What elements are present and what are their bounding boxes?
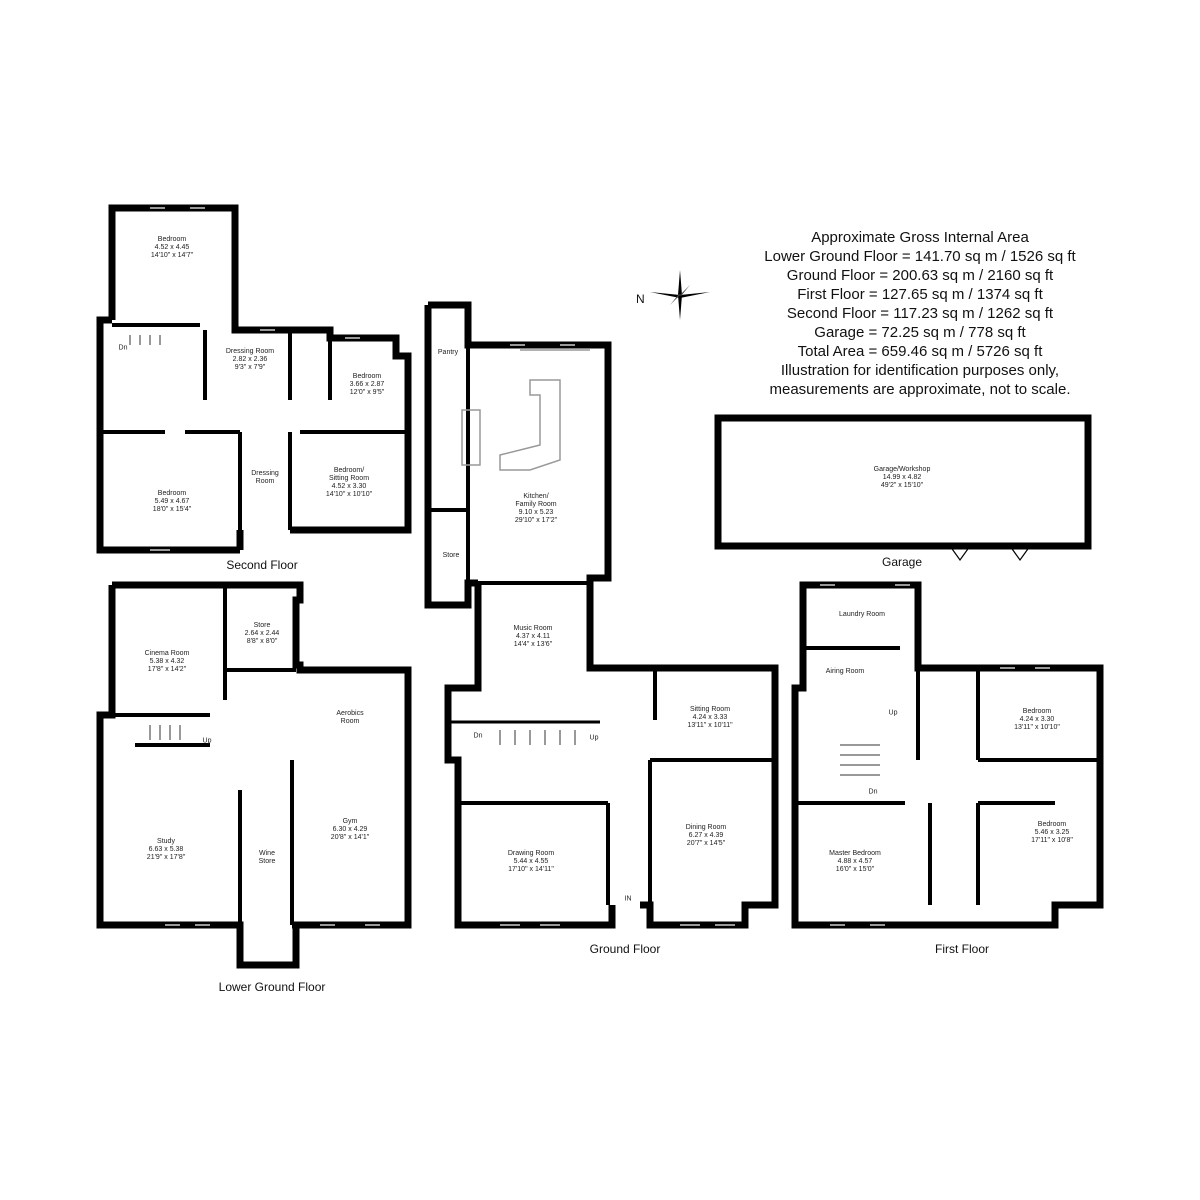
room-label: Airing Room — [825, 668, 865, 675]
stair-down-mark: Dn — [118, 344, 128, 352]
garage-doors — [949, 545, 1031, 562]
area-line: Second Floor = 117.23 sq m / 1262 sq ft — [786, 305, 1054, 322]
area-line: Lower Ground Floor = 141.70 sq m / 1526 … — [764, 248, 1076, 265]
stair-treads — [129, 335, 880, 776]
floor-label-garage: Garage — [881, 555, 923, 569]
garage-walls — [714, 414, 1092, 550]
room-label: Store — [442, 552, 460, 559]
area-title: Approximate Gross Internal Area — [811, 229, 1029, 246]
floor-label-second: Second Floor — [226, 558, 298, 572]
disclaimer: measurements are approximate, not to sca… — [769, 381, 1071, 398]
north-label: N — [636, 292, 645, 306]
area-info: Approximate Gross Internal Area Lower Gr… — [730, 228, 1110, 399]
area-line: Ground Floor = 200.63 sq m / 2160 sq ft — [786, 267, 1054, 284]
room-label: Pantry — [437, 349, 459, 356]
area-line: First Floor = 127.65 sq m / 1374 sq ft — [797, 286, 1043, 303]
entrance-mark: IN — [624, 895, 632, 903]
ground-floor-walls — [424, 301, 779, 929]
floor-label-ground: Ground Floor — [589, 942, 661, 956]
room-label: Laundry Room — [839, 611, 885, 618]
stair-up-mark: Up — [589, 734, 599, 742]
stair-up-mark: Up — [888, 709, 898, 717]
stair-up-mark: Up — [202, 737, 212, 745]
stair-down-mark: Dn — [868, 788, 878, 796]
kitchen-fittings — [461, 349, 590, 471]
disclaimer: Illustration for identification purposes… — [780, 362, 1060, 379]
window-marks — [150, 207, 1050, 926]
floor-label-lower-ground: Lower Ground Floor — [218, 980, 326, 994]
compass-icon — [650, 270, 710, 320]
floor-label-first: First Floor — [935, 942, 989, 956]
stair-down-mark: Dn — [473, 732, 483, 740]
area-line: Total Area = 659.46 sq m / 5726 sq ft — [797, 343, 1043, 360]
area-line: Garage = 72.25 sq m / 778 sq ft — [814, 324, 1026, 341]
